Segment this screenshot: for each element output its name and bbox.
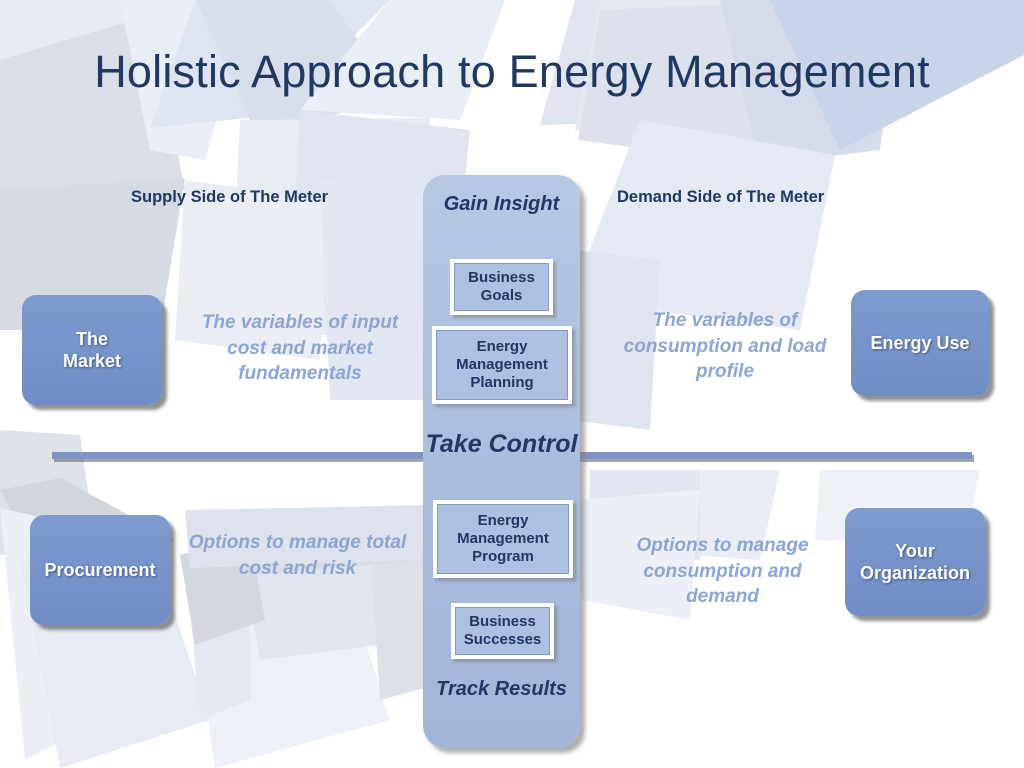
inner-box-energy-management-program-label: Energy Management Program	[437, 504, 569, 574]
description-supply-bottom: Options to manage total cost and risk	[188, 532, 407, 579]
bg-shape-14	[230, 118, 430, 340]
supply-side-heading: Supply Side of The Meter	[131, 188, 329, 206]
demand-side-heading: Demand Side of The Meter	[617, 188, 825, 206]
box-the-market-label: The Market	[63, 328, 121, 373]
inner-box-business-successes[interactable]: Business Successes	[451, 603, 554, 659]
box-the-market[interactable]: The Market	[22, 295, 162, 405]
stage-label-take-control: Take Control	[425, 430, 578, 458]
bg-shape-1	[0, 0, 170, 215]
description-supply-top: The variables of input cost and market f…	[201, 312, 399, 385]
center-process-column: Gain Insight Business Goals Energy Manag…	[423, 175, 580, 748]
inner-box-business-successes-label: Business Successes	[455, 607, 550, 655]
box-energy-use-label: Energy Use	[870, 332, 970, 353]
inner-box-business-goals-label: Business Goals	[454, 263, 549, 311]
box-your-organization[interactable]: Your Organization	[845, 508, 985, 616]
stage-label-track-results: Track Results	[436, 678, 567, 700]
box-procurement-label: Procurement	[44, 559, 156, 580]
box-energy-use[interactable]: Energy Use	[851, 290, 989, 396]
box-your-organization-line2: Organization	[859, 563, 970, 583]
box-the-market-line2: Market	[62, 351, 122, 371]
stage-label-gain-insight: Gain Insight	[443, 193, 560, 215]
inner-box-energy-management-planning-label: Energy Management Planning	[436, 330, 568, 400]
inner-box-energy-management-program[interactable]: Energy Management Program	[433, 500, 573, 578]
box-the-market-line1: The	[75, 328, 108, 349]
description-demand-top: The variables of consumption and load pr…	[623, 310, 827, 383]
inner-box-energy-management-planning[interactable]: Energy Management Planning	[432, 326, 572, 404]
page-title: Holistic Approach to Energy Management	[94, 46, 930, 97]
box-your-organization-label: Your Organization	[860, 540, 970, 585]
description-demand-bottom: Options to manage consumption and demand	[636, 535, 809, 608]
box-your-organization-line1: Your	[895, 540, 935, 561]
bg-shape-13	[570, 120, 835, 330]
bg-shape-2	[0, 15, 185, 215]
box-procurement[interactable]: Procurement	[30, 515, 170, 625]
inner-box-business-goals[interactable]: Business Goals	[450, 259, 553, 315]
